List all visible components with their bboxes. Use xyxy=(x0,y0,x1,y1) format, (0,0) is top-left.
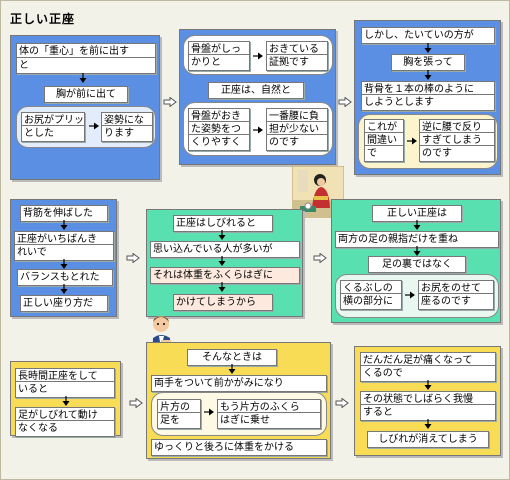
down-arrow-icon xyxy=(61,396,71,406)
p5-apply: かけてしまうから xyxy=(173,294,273,311)
side-arrow-icon xyxy=(129,398,143,408)
down-arrow-icon xyxy=(227,364,237,374)
panel-1: 体の「重心」を前に出す と 胸が前に出て お尻がプリッ とした 姿勢にな ります xyxy=(10,35,160,180)
p2-proof-2: 証拠です xyxy=(266,54,328,71)
p7-numb-2: なくなる xyxy=(15,420,115,437)
down-arrow-icon xyxy=(59,259,69,269)
side-arrow-icon xyxy=(163,97,177,107)
p1-line2: と xyxy=(16,57,156,74)
p3-chest: 胸を張って xyxy=(391,54,465,71)
panel-5: 正座はしびれると 思い込んでいる人が多いが それは体重をふくらはぎに かけてしま… xyxy=(146,209,303,317)
side-arrow-icon xyxy=(126,253,140,263)
panel-4: 背筋を伸ばした 正座がいちばんき れいで バランスもとれた 正しい座り方だ xyxy=(10,199,117,317)
right-arrow-icon xyxy=(407,136,417,146)
p6-ankle-2: 横の部分に xyxy=(340,293,402,310)
panel-7: 長時間正座をして いると 足がしびれて動け なくなる xyxy=(10,361,121,437)
p5-numb: 正座はしびれると xyxy=(173,215,273,232)
p3-back-3: のです xyxy=(419,145,495,162)
p1-hip-2: とした xyxy=(21,125,85,142)
down-arrow-icon xyxy=(217,282,227,292)
p8-one-2: 足を xyxy=(157,412,201,429)
p2-pelvis-2: かりと xyxy=(188,54,250,71)
panel-6: 正しい正座は 両方の足の親指だけを重ね 足の裏ではなく くるぶしの 横の部分に … xyxy=(331,199,501,323)
down-arrow-icon xyxy=(217,230,227,240)
p4-balance: バランスもとれた xyxy=(17,269,113,286)
p1-chest: 胸が前に出て xyxy=(44,86,128,103)
down-arrow-icon xyxy=(423,43,433,53)
panel-2: 骨盤がしっ かりと おきている 証拠です 正座は、自然と 骨盤がおき た姿勢をつ… xyxy=(179,29,336,165)
p6-hips-2: 座るのです xyxy=(418,293,494,310)
panel-9: だんだん足が痛くなって くるので その状態でしばらく我慢 すると しびれが消えて… xyxy=(354,346,501,456)
right-arrow-icon xyxy=(89,121,99,131)
panel-8: そんなときは 両手をついて前かがみになり 片方の 足を もう片方のふくら はぎに… xyxy=(146,342,331,459)
side-arrow-icon xyxy=(313,253,327,263)
p5-weight: それは体重をふくらはぎに xyxy=(150,267,300,284)
down-arrow-icon xyxy=(412,246,422,256)
p9-gone: しびれが消えてしまう xyxy=(367,431,489,448)
p3-but: しかし、たいていの方が xyxy=(361,27,495,44)
p8-slow: ゆっくりと後ろに体重をかける xyxy=(151,439,327,456)
p7-long-2: いると xyxy=(15,381,115,398)
p6-heel: 足の裏ではなく xyxy=(368,256,466,273)
down-arrow-icon xyxy=(423,70,433,80)
down-arrow-icon xyxy=(217,256,227,266)
p8-hands: 両手をついて前かがみになり xyxy=(151,375,327,392)
side-arrow-icon xyxy=(338,97,352,107)
right-arrow-icon xyxy=(405,290,415,300)
side-arrow-icon xyxy=(335,398,349,408)
p8-other-2: はぎに乗せ xyxy=(217,412,321,429)
p3-spine-2: しようとします xyxy=(361,94,495,111)
down-arrow-icon xyxy=(59,284,69,294)
panel-3: しかし、たいていの方が 胸を張って 背骨を１本の棒のように しようとします これ… xyxy=(354,20,501,175)
p3-wrong-3: で xyxy=(364,145,404,162)
p2-easy-3: くりやすく xyxy=(188,134,250,151)
p4-correct: 正しい座り方だ xyxy=(20,295,108,312)
p2-natural: 正座は、自然と xyxy=(208,82,304,99)
down-arrow-icon xyxy=(423,419,433,429)
down-arrow-icon xyxy=(78,73,88,83)
page-title: 正しい正座 xyxy=(10,12,76,26)
p1-posture-2: ります xyxy=(101,125,153,142)
down-arrow-icon xyxy=(412,220,422,230)
right-arrow-icon xyxy=(253,51,263,61)
down-arrow-icon xyxy=(423,380,433,390)
right-arrow-icon xyxy=(253,125,263,135)
p5-believe: 思い込んでいる人が多いが xyxy=(150,241,300,258)
right-arrow-icon xyxy=(204,407,214,417)
down-arrow-icon xyxy=(59,220,69,230)
p2-burden-3: のです xyxy=(266,134,328,151)
